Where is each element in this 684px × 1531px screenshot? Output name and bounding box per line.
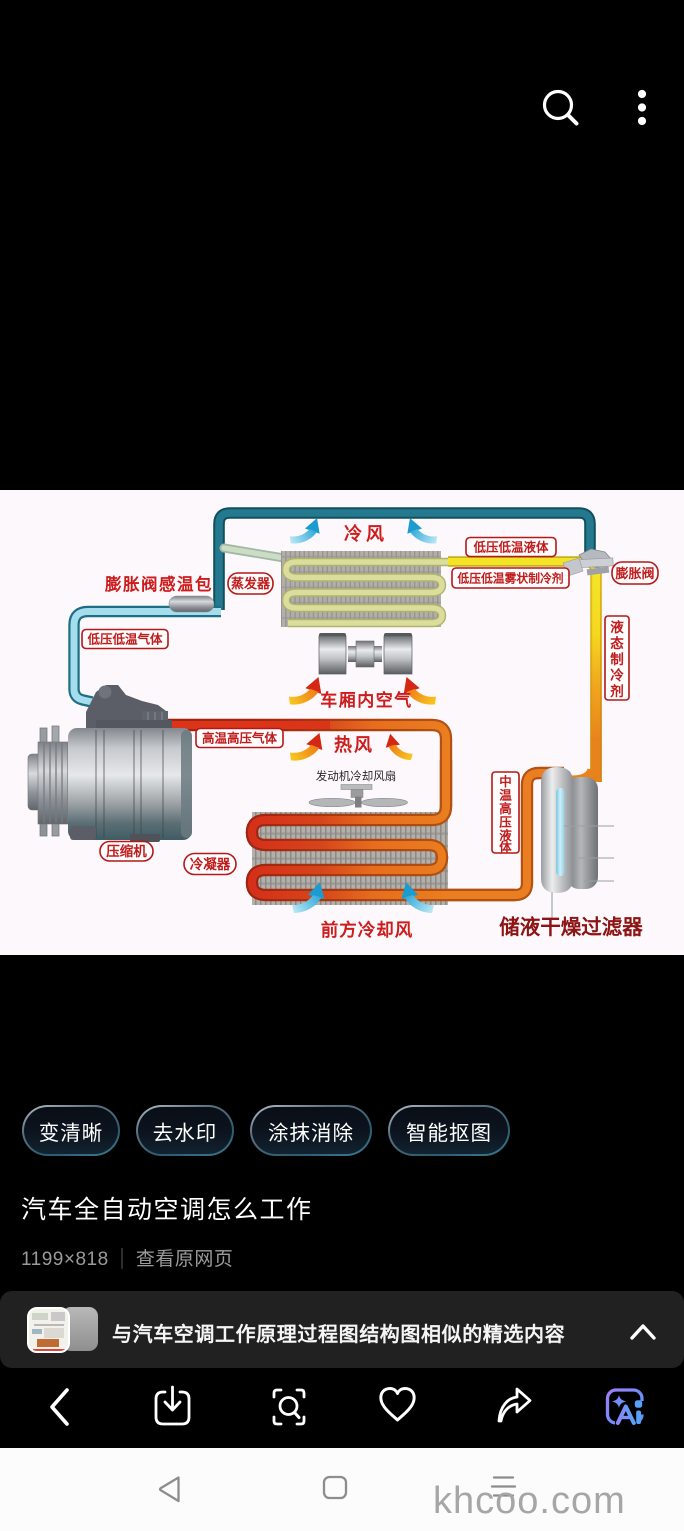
svg-text:制: 制 [610, 651, 624, 667]
svg-text:储液干燥过滤器: 储液干燥过滤器 [499, 915, 643, 939]
svg-text:液: 液 [610, 619, 624, 635]
svg-text:低压低温雾状制冷剂: 低压低温雾状制冷剂 [456, 572, 563, 586]
svg-text:低压低温气体: 低压低温气体 [86, 632, 163, 647]
svg-text:冷风: 冷风 [344, 523, 388, 544]
svg-text:剂: 剂 [609, 683, 624, 699]
svg-text:膨胀阀感温包: 膨胀阀感温包 [105, 574, 213, 594]
svg-text:液: 液 [499, 828, 512, 843]
svg-text:膨胀阀: 膨胀阀 [614, 566, 654, 581]
svg-text:车厢内空气: 车厢内空气 [320, 690, 413, 710]
svg-text:压缩机: 压缩机 [106, 843, 147, 859]
svg-text:冷: 冷 [610, 667, 624, 683]
svg-text:中: 中 [499, 774, 512, 789]
svg-text:温: 温 [499, 789, 512, 803]
svg-text:蒸发器: 蒸发器 [231, 576, 271, 591]
svg-text:高: 高 [499, 801, 512, 816]
svg-text:前方冷却风: 前方冷却风 [321, 920, 414, 940]
svg-text:低压低温液体: 低压低温液体 [472, 540, 549, 555]
svg-text:冷凝器: 冷凝器 [190, 856, 231, 872]
svg-text:热风: 热风 [334, 734, 374, 755]
svg-text:体: 体 [499, 840, 512, 855]
svg-text:高温高压气体: 高温高压气体 [202, 731, 278, 746]
svg-text:态: 态 [610, 635, 624, 651]
svg-text:发动机冷却风扇: 发动机冷却风扇 [316, 769, 397, 783]
svg-text:压: 压 [499, 816, 512, 830]
